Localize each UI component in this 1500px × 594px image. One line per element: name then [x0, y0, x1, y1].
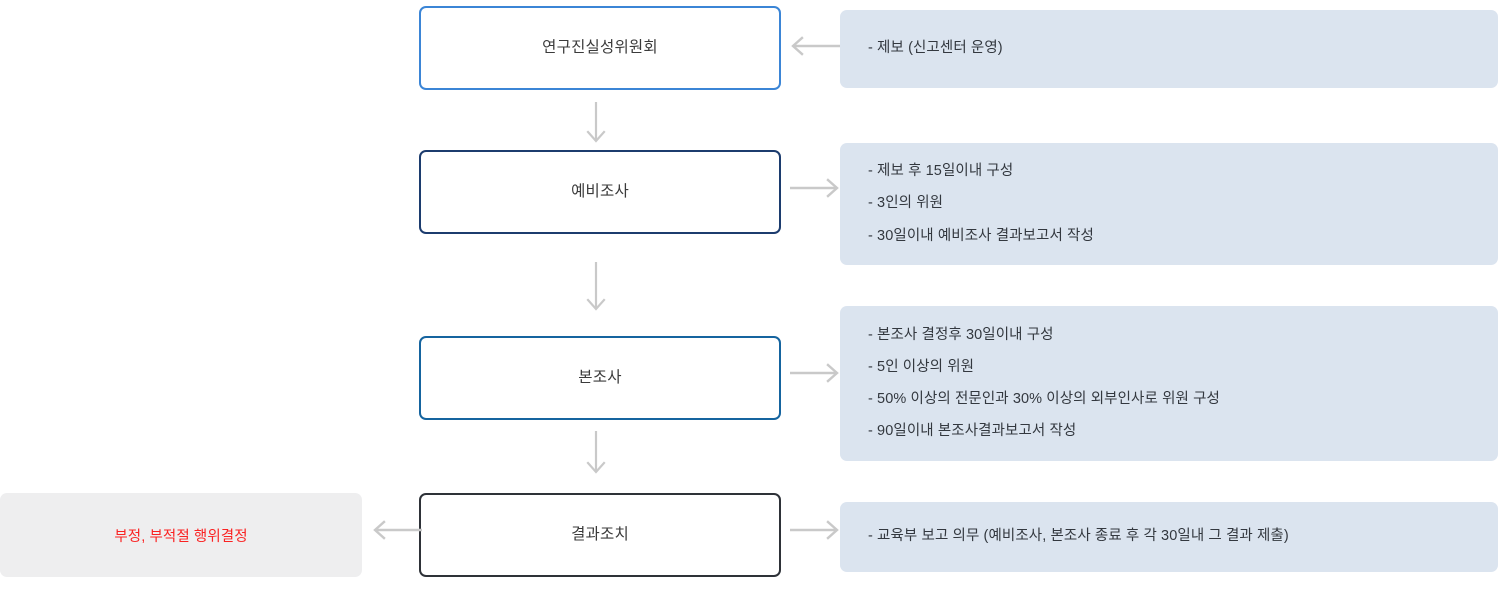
process-box-label: 본조사	[578, 368, 622, 386]
process-box-result-action[interactable]: 결과조치	[419, 493, 781, 577]
info-line: - 90일이내 본조사결과보고서 작성	[868, 423, 1077, 440]
info-panel-report: - 제보 (신고센터 운영)	[840, 10, 1498, 88]
process-box-label: 결과조치	[571, 525, 629, 543]
info-line: - 본조사 결정후 30일이내 구성	[868, 326, 1054, 343]
info-line: - 3인의 위원	[868, 195, 944, 212]
arrow-left-icon	[789, 34, 841, 58]
info-panel-main-investigation: - 본조사 결정후 30일이내 구성 - 5인 이상의 위원 - 50% 이상의…	[840, 306, 1498, 461]
arrow-right-icon	[789, 176, 841, 200]
outcome-box-misconduct-decision[interactable]: 부정, 부적절 행위결정	[0, 493, 362, 577]
info-line: - 교육부 보고 의무 (예비조사, 본조사 종료 후 각 30일내 그 결과 …	[868, 528, 1289, 545]
info-line: - 제보 후 15일이내 구성	[868, 163, 1014, 180]
process-box-label: 예비조사	[571, 182, 629, 200]
info-line: - 5인 이상의 위원	[868, 358, 975, 375]
outcome-box-label: 부정, 부적절 행위결정	[114, 528, 248, 545]
arrow-down-icon	[583, 261, 609, 313]
arrow-down-icon	[583, 430, 609, 476]
info-line: - 30일이내 예비조사 결과보고서 작성	[868, 227, 1094, 244]
info-line: - 50% 이상의 전문인과 30% 이상의 외부인사로 위원 구성	[868, 391, 1220, 407]
info-panel-preliminary: - 제보 후 15일이내 구성 - 3인의 위원 - 30일이내 예비조사 결과…	[840, 143, 1498, 265]
info-panel-result-action: - 교육부 보고 의무 (예비조사, 본조사 종료 후 각 30일내 그 결과 …	[840, 502, 1498, 572]
arrow-down-icon	[583, 101, 609, 145]
arrow-right-icon	[789, 518, 841, 542]
info-line: - 제보 (신고센터 운영)	[868, 40, 1003, 57]
process-box-research-integrity-committee[interactable]: 연구진실성위원회	[419, 6, 781, 90]
process-box-preliminary-investigation[interactable]: 예비조사	[419, 150, 781, 234]
process-box-label: 연구진실성위원회	[542, 38, 658, 56]
process-box-main-investigation[interactable]: 본조사	[419, 336, 781, 420]
arrow-left-icon	[371, 518, 423, 542]
arrow-right-icon	[789, 361, 841, 385]
